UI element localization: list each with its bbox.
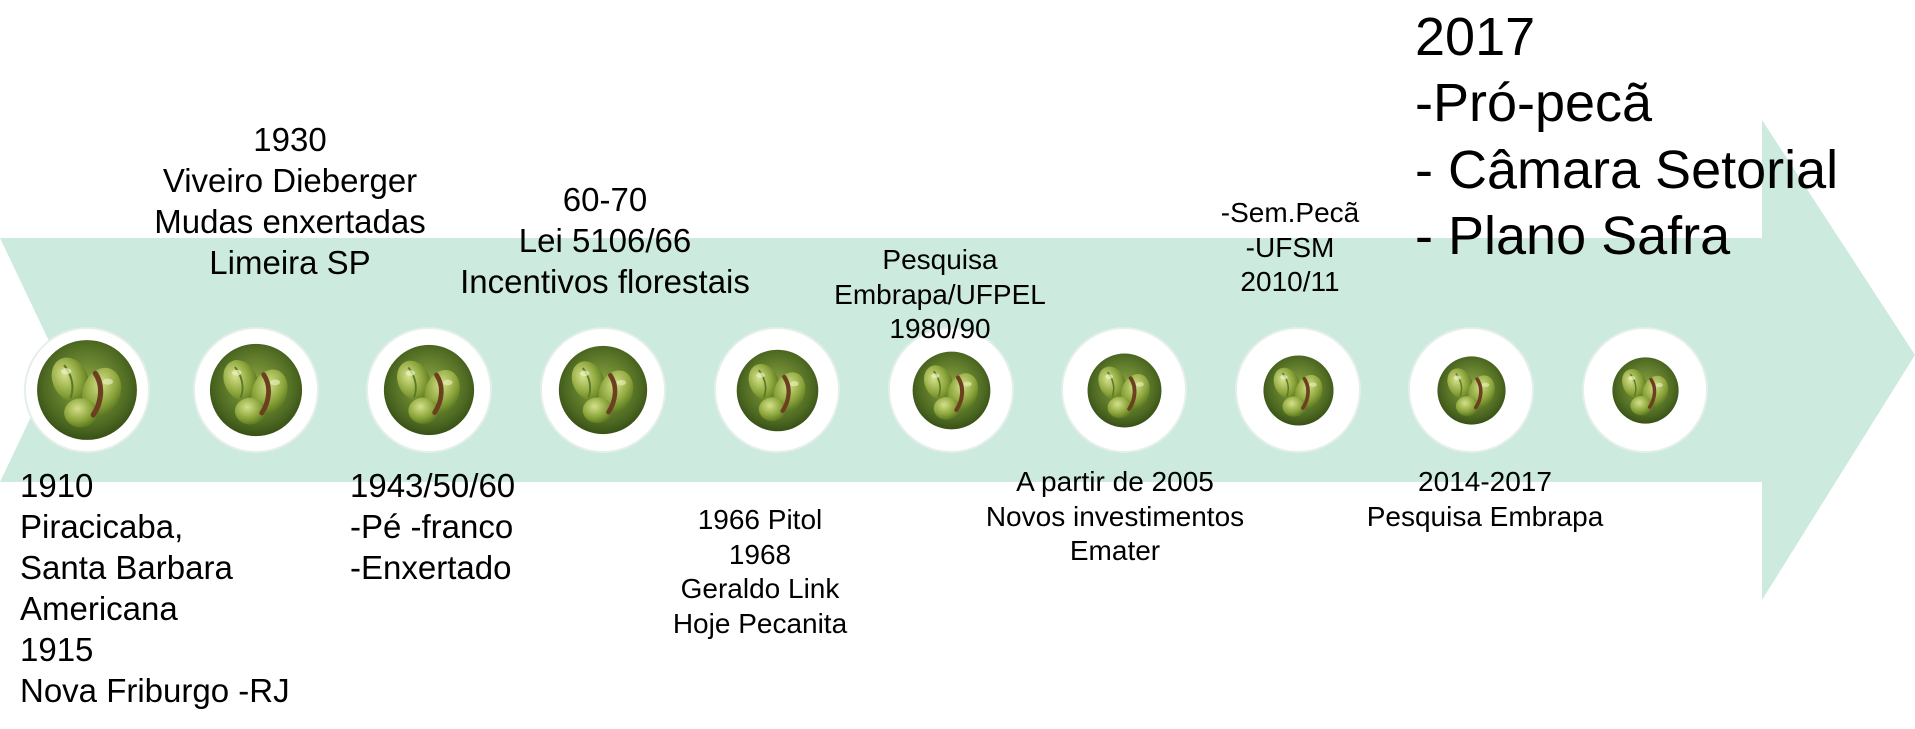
pecan-nut-icon [383,344,475,436]
pecan-nut-icon [736,349,818,431]
timeline-node-7 [1063,329,1185,451]
timeline-node-10 [1584,329,1706,451]
timeline-node-5 [716,329,838,451]
milestone-1943: 1943/50/60-Pé -franco-Enxertado [350,467,516,586]
timeline-node-8 [1237,329,1359,451]
timeline-node-4 [542,329,664,451]
timeline-node-1 [26,329,148,451]
pecan-nut-icon [912,351,990,429]
timeline-node-6 [890,329,1012,451]
pecan-nut-icon [37,340,137,440]
timeline-node-2 [195,329,317,451]
pecan-nut-icon [1436,355,1506,425]
pecan-nut-icon [1262,354,1334,426]
pecan-nut-icon [209,343,303,437]
timeline-node-9 [1410,329,1532,451]
pecan-nut-icon [1087,353,1161,427]
timeline-node-3 [368,329,490,451]
pecan-nut-icon [558,345,648,435]
milestone-2017: 2017-Pró-pecã- Câmara Setorial- Plano Sa… [1415,7,1839,267]
pecan-nut-icon [1611,356,1679,424]
